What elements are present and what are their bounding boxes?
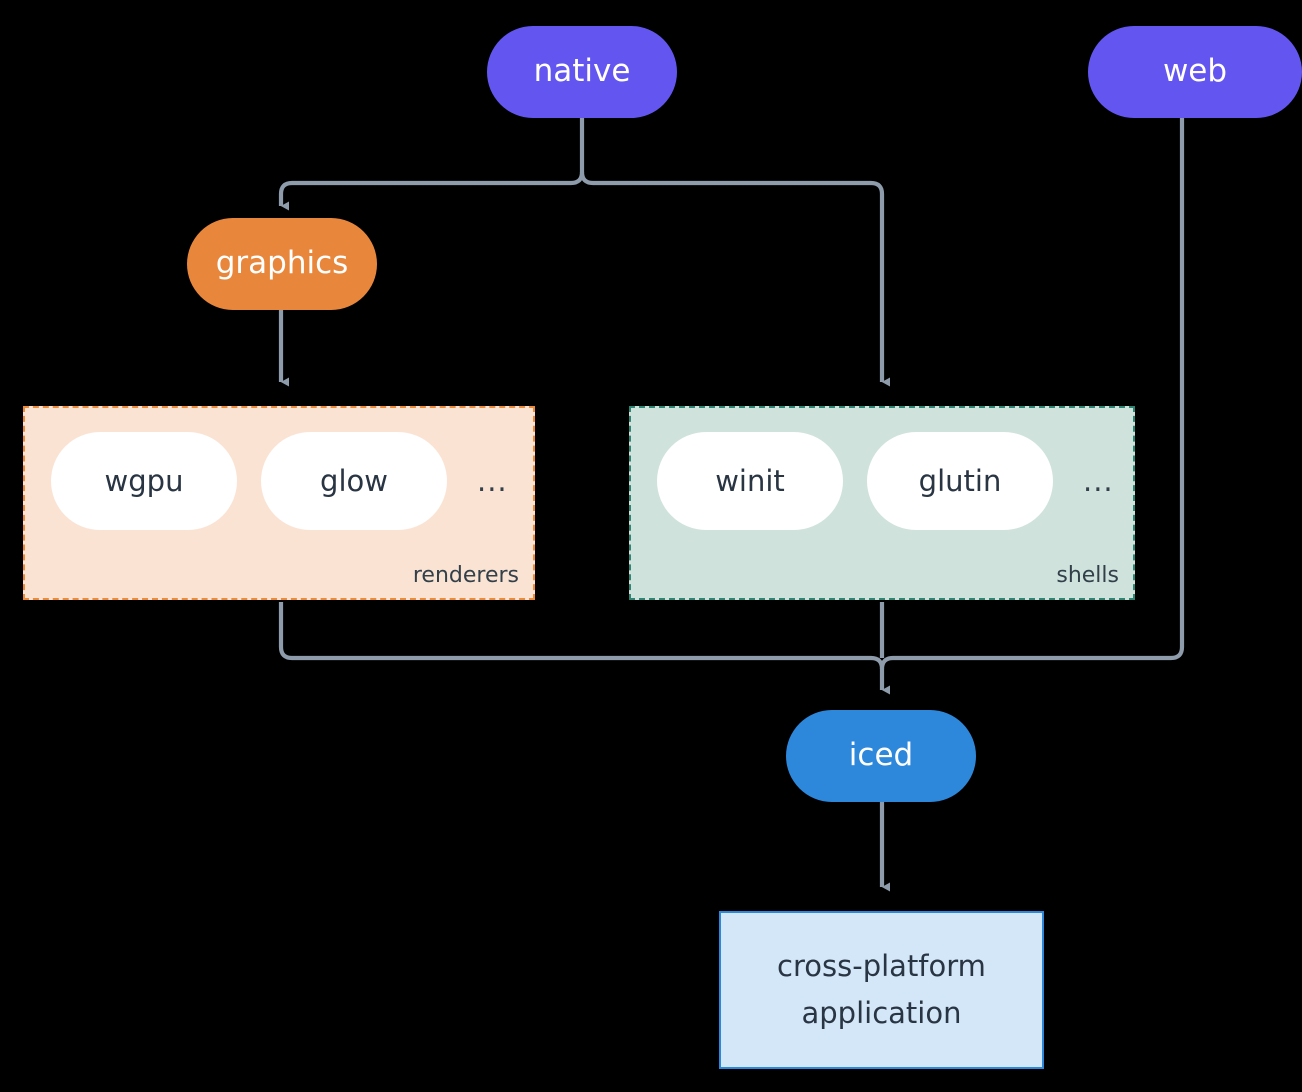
edge-native-to-shells xyxy=(579,171,891,387)
group-renderers-items: wgpu glow ... xyxy=(51,432,508,530)
node-graphics-label: graphics xyxy=(215,245,349,282)
group-shells-label: shells xyxy=(1056,563,1119,588)
group-renderers[interactable]: wgpu glow ... renderers xyxy=(23,406,535,600)
node-web[interactable]: web xyxy=(1088,26,1302,118)
node-glow-label: glow xyxy=(320,464,388,498)
node-glow[interactable]: glow xyxy=(261,432,447,530)
node-application-label-line1: cross-platform xyxy=(777,949,986,984)
node-iced-label: iced xyxy=(848,737,914,774)
node-web-label: web xyxy=(1162,53,1228,90)
renderers-overflow-ellipsis: ... xyxy=(477,464,508,498)
group-renderers-label: renderers xyxy=(412,563,519,588)
node-application-label-line2: application xyxy=(801,996,962,1030)
node-wgpu[interactable]: wgpu xyxy=(51,432,237,530)
node-native-label: native xyxy=(533,53,631,90)
node-glutin-label: glutin xyxy=(918,464,1002,498)
node-cross-platform-application[interactable]: cross-platform application xyxy=(719,911,1044,1069)
edge-merge-to-iced xyxy=(870,655,891,695)
group-shells[interactable]: winit glutin ... shells xyxy=(629,406,1135,600)
node-application-label: cross-platform application xyxy=(777,943,986,1037)
edge-renderers-to-iced xyxy=(278,602,871,661)
node-iced[interactable]: iced xyxy=(786,710,976,802)
node-graphics[interactable]: graphics xyxy=(187,218,377,310)
node-winit-label: winit xyxy=(715,464,785,498)
node-native[interactable]: native xyxy=(487,26,677,118)
shells-overflow-ellipsis: ... xyxy=(1083,464,1114,498)
edge-merge-right-join xyxy=(879,655,894,670)
node-wgpu-label: wgpu xyxy=(104,464,184,498)
group-shells-items: winit glutin ... xyxy=(657,432,1114,530)
node-winit[interactable]: winit xyxy=(657,432,843,530)
edge-native-to-graphics xyxy=(278,171,585,211)
node-glutin[interactable]: glutin xyxy=(867,432,1053,530)
